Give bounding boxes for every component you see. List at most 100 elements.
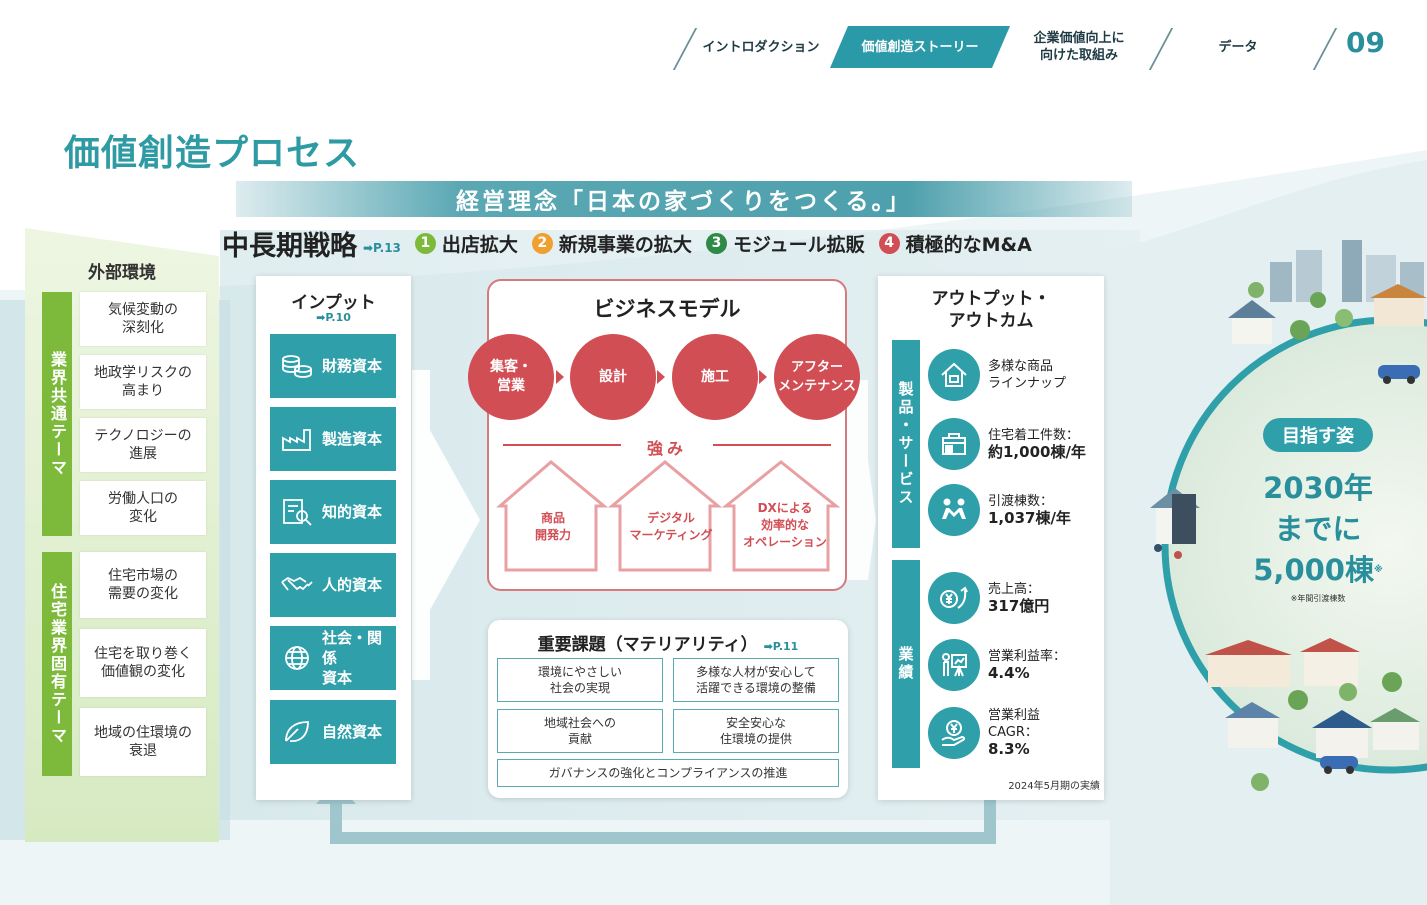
strength-houses [495, 460, 841, 572]
output-footnote: 2024年5月期の実績 [1008, 781, 1100, 792]
capital-natural: 自然資本 [270, 700, 396, 764]
nav-tab-introduction[interactable]: イントロダクション [702, 39, 820, 55]
yen-hand-icon [928, 707, 980, 759]
materiality-item: ガバナンスの強化とコンプライアンスの推進 [497, 759, 839, 787]
arrow-right-icon [556, 370, 564, 384]
yen-growth-icon [928, 572, 980, 624]
strength-divider: 強み [503, 435, 831, 458]
arrow-right-icon [759, 370, 767, 384]
external-item: 労働人口の 変化 [80, 481, 206, 535]
theme-housing-specific: 住宅業界固有テーマ [42, 552, 72, 776]
strategy-item: 出店拡大 [441, 233, 518, 256]
output-row: 営業利益率：4.4% [928, 633, 1090, 697]
input-page-link[interactable]: ➡P.10 [316, 311, 351, 324]
factory-icon [282, 429, 311, 451]
capital-manufactured: 製造資本 [270, 407, 396, 471]
capital-social: 社会・関係 資本 [270, 626, 396, 690]
output-row: 多様な商品ラインナップ [928, 343, 1090, 407]
materiality-page-link[interactable]: ➡P.11 [763, 640, 799, 653]
input-title: インプット [291, 293, 376, 313]
construction-icon [928, 418, 980, 470]
output-title: アウトプット・ アウトカム [931, 289, 1051, 331]
theme-industry-common: 業界共通テーマ [42, 292, 72, 536]
page-title: 価値創造プロセス [64, 133, 361, 174]
house-icon [928, 349, 980, 401]
materiality-item: 環境にやさしい 社会の実現 [497, 658, 663, 702]
external-item: 住宅を取り巻く 価値観の変化 [80, 629, 206, 697]
capital-label: 製造資本 [322, 430, 383, 448]
house-icon [495, 460, 609, 572]
strategy-page-link[interactable]: ➡P.13 [363, 241, 401, 255]
strategy-item: 新規事業の拡大 [558, 233, 692, 256]
materiality-item: 多様な人材が安心して 活躍できる環境の整備 [673, 658, 839, 702]
external-item: 気候変動の 深刻化 [80, 292, 206, 346]
output-value: 4.4% [988, 663, 1030, 682]
output-row: 売上高：317億円 [928, 566, 1090, 630]
document-search-icon [283, 499, 312, 526]
capital-label: 社会・関係 資本 [322, 629, 383, 687]
house-icon [607, 460, 723, 572]
materiality-title: 重要課題（マテリアリティ） ➡P.11 [488, 630, 848, 655]
strategy-label: 中長期戦略 [222, 230, 357, 262]
process-step-sales: 集客・ 営業 [468, 334, 554, 420]
output-text: 営業利益率： [988, 648, 1067, 664]
goal-footnote: ※年間引渡棟数 [1290, 594, 1346, 603]
presentation-icon [928, 639, 980, 691]
output-text: 引渡棟数： [988, 493, 1054, 509]
output-text: ラインナップ [988, 376, 1067, 391]
handshake-icon [281, 576, 313, 591]
nav-tab-value-creation[interactable]: 価値創造ストーリー [830, 26, 1010, 68]
coins-icon [282, 355, 312, 378]
output-row: 引渡棟数：1,037棟/年 [928, 478, 1090, 542]
nav-tab-initiatives[interactable]: 企業価値向上に 向けた取組み [1033, 31, 1125, 63]
philosophy-banner: 経営理念「日本の家づくりをつくる。」 [236, 181, 1132, 217]
capital-label: 自然資本 [322, 723, 383, 741]
output-text: 住宅着工件数： [988, 427, 1080, 443]
page-number: 09 [1346, 26, 1385, 59]
capital-label: 知的資本 [322, 503, 383, 521]
goal-text: 2030年 までに 5,000棟※ [1238, 468, 1398, 591]
external-item: 地政学リスクの 高まり [80, 355, 206, 409]
business-model-title: ビジネスモデル [593, 297, 741, 321]
strength-label: 強み [646, 439, 687, 458]
nav-tab-data[interactable]: データ [1218, 39, 1258, 55]
output-value: 約1,000棟/年 [988, 442, 1086, 461]
capital-financial: 財務資本 [270, 334, 396, 398]
output-row: 住宅着工件数：約1,000棟/年 [928, 412, 1090, 476]
external-item: 地域の住環境の 衰退 [80, 708, 206, 776]
external-item: 住宅市場の 需要の変化 [80, 552, 206, 618]
output-text: 多様な商品 [988, 359, 1054, 374]
strategy-number-4: 4 [878, 232, 900, 254]
process-step-design: 設計 [570, 334, 656, 420]
output-group-performance: 業績 [892, 560, 920, 768]
capital-label: 人的資本 [322, 576, 383, 594]
external-environment-title: 外部環境 [88, 263, 156, 283]
capital-label: 財務資本 [322, 357, 383, 375]
output-value: 1,037棟/年 [988, 508, 1071, 527]
leaf-icon [285, 721, 309, 742]
output-text: 売上高： [988, 581, 1041, 597]
strategy-number-1: 1 [414, 232, 436, 254]
output-text: 営業利益 [988, 708, 1041, 723]
process-step-construction: 施工 [672, 334, 758, 420]
globe-icon [285, 646, 309, 670]
goal-badge: 目指す姿 [1263, 418, 1373, 452]
materiality-title-text: 重要課題（マテリアリティ） [537, 635, 758, 655]
town-illustration-top [1228, 240, 1427, 384]
process-step-maintenance: アフター メンテナンス [774, 334, 860, 420]
materiality-item: 安全安心な 住環境の提供 [673, 709, 839, 753]
handover-icon [928, 484, 980, 536]
output-value: 317億円 [988, 596, 1050, 615]
process-arrows [556, 370, 767, 384]
town-illustration-left [1150, 488, 1200, 559]
output-group-products: 製品・サービス [892, 340, 920, 548]
strategy-number-2: 2 [531, 232, 553, 254]
output-text: CAGR： [988, 725, 1038, 740]
capital-human: 人的資本 [270, 553, 396, 617]
town-illustration-bottom [1205, 638, 1420, 791]
house-icon [721, 460, 841, 572]
strategy-number-3: 3 [705, 232, 727, 254]
goal-year: 2030年 [1263, 471, 1373, 505]
strategy-line: 中長期戦略 ➡P.13 1 出店拡大 2 新規事業の拡大 3 モジュール拡販 4… [222, 224, 1142, 262]
